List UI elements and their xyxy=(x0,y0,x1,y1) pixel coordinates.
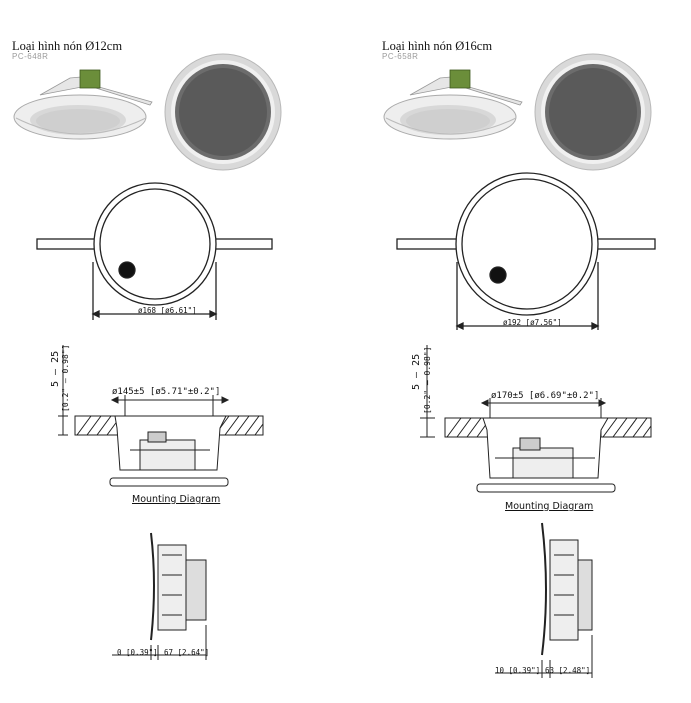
product-pc648r: Loại hình nón Ø12cm PC-648R xyxy=(0,0,345,703)
cutout-label: ø170±5 [ø6.69"±0.2"] xyxy=(491,391,600,401)
top-diameter-label: ø192 [ø7.56"] xyxy=(503,318,562,327)
side-dim-a: 0 [0.39"] xyxy=(117,648,158,657)
mounting-caption: Mounting Diagram xyxy=(505,501,594,512)
side-dim-b: 67 [2.64"] xyxy=(164,648,210,657)
product-pc658r: Loại hình nón Ø16cm PC-658R xyxy=(345,0,690,703)
mounting-diagram xyxy=(420,345,652,493)
side-view-drawing xyxy=(495,522,593,678)
drawings xyxy=(13,53,282,660)
drawings xyxy=(383,53,656,678)
range-mm-label: 5 – 25 xyxy=(411,353,422,390)
side-dim-a: 10 [0.39"] xyxy=(495,666,541,675)
speaker-photo-angled xyxy=(383,69,523,140)
side-dim-b: 63 [2.48"] xyxy=(545,666,591,675)
range-mm-label: 5 – 25 xyxy=(50,350,61,387)
mic-hole-icon xyxy=(489,266,507,284)
speaker-photo-angled xyxy=(13,69,153,140)
side-view-drawing xyxy=(112,532,207,660)
mounting-diagram xyxy=(58,345,264,487)
product-model: PC-658R xyxy=(382,52,419,61)
speaker-photo-front xyxy=(164,53,282,171)
range-in-label: [0.2" – 0.98"] xyxy=(61,344,70,412)
product-title: Loại hình nón Ø12cm xyxy=(12,39,123,53)
top-diameter-label: ø168 [ø6.61"] xyxy=(138,306,197,315)
top-view-drawing xyxy=(396,172,656,331)
top-view-drawing xyxy=(36,182,273,320)
product-title: Loại hình nón Ø16cm xyxy=(382,39,493,53)
product-model: PC-648R xyxy=(12,52,49,61)
range-in-label: [0.2" – 0.98"] xyxy=(423,346,432,414)
cutout-label: ø145±5 [ø5.71"±0.2"] xyxy=(112,387,221,397)
speaker-photo-front xyxy=(534,53,652,171)
mic-hole-icon xyxy=(118,261,136,279)
mounting-caption: Mounting Diagram xyxy=(132,494,221,505)
